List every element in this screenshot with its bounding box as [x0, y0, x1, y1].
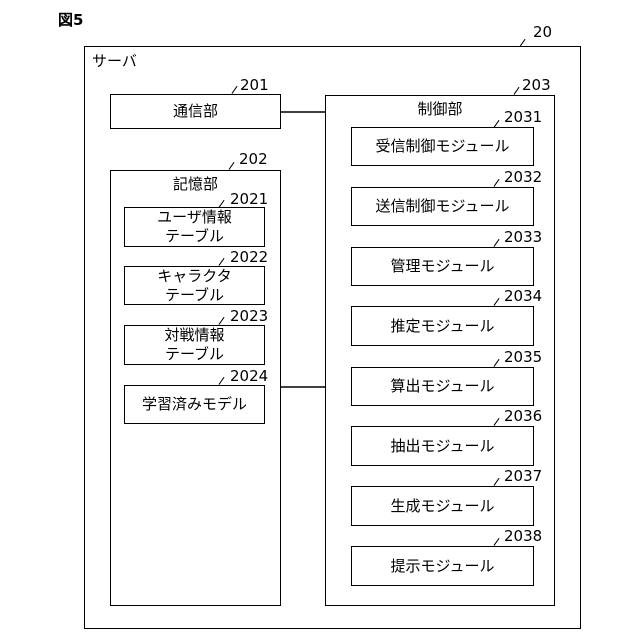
module-box: 受信制御モジュール [351, 127, 534, 166]
storage-item-label: ユーザ情報 テーブル [157, 208, 232, 246]
comm-ref: 201 [240, 77, 269, 94]
storage-item-box: 対戦情報 テーブル [124, 325, 265, 365]
storage-item-label: 対戦情報 テーブル [164, 326, 224, 364]
module-label: 提示モジュール [391, 557, 495, 576]
module-label: 算出モジュール [391, 377, 495, 396]
storage-item-label: 学習済みモデル [142, 395, 247, 414]
module-ref: 2036 [504, 408, 542, 425]
storage-item-label: キャラクタ テーブル [157, 267, 231, 305]
storage-item-ref: 2022 [230, 249, 268, 266]
module-box: 管理モジュール [351, 247, 534, 286]
module-ref: 2038 [504, 528, 542, 545]
module-box: 算出モジュール [351, 367, 534, 406]
module-ref: 2035 [504, 349, 542, 366]
comm-unit-box: 通信部 [110, 94, 281, 129]
module-ref: 2031 [504, 109, 542, 126]
comm-unit-label: 通信部 [173, 102, 218, 121]
control-ref: 203 [522, 77, 551, 94]
storage-item-box: ユーザ情報 テーブル [124, 207, 265, 247]
module-ref: 2034 [504, 288, 542, 305]
module-ref: 2033 [504, 229, 542, 246]
storage-item-ref: 2021 [230, 191, 268, 208]
module-label: 受信制御モジュール [376, 137, 510, 156]
module-ref: 2032 [504, 169, 542, 186]
module-label: 管理モジュール [391, 257, 495, 276]
storage-item-ref: 2024 [230, 368, 268, 385]
module-label: 生成モジュール [391, 497, 495, 516]
storage-item-box: 学習済みモデル [124, 385, 265, 424]
module-box: 送信制御モジュール [351, 187, 534, 226]
module-box: 推定モジュール [351, 306, 534, 346]
storage-ref: 202 [239, 151, 268, 168]
module-ref: 2037 [504, 468, 542, 485]
module-box: 抽出モジュール [351, 426, 534, 466]
module-box: 生成モジュール [351, 486, 534, 526]
module-label: 推定モジュール [391, 317, 495, 336]
storage-item-box: キャラクタ テーブル [124, 266, 265, 305]
module-label: 送信制御モジュール [376, 197, 510, 216]
module-label: 抽出モジュール [391, 437, 495, 456]
storage-item-ref: 2023 [230, 308, 268, 325]
module-box: 提示モジュール [351, 546, 534, 586]
